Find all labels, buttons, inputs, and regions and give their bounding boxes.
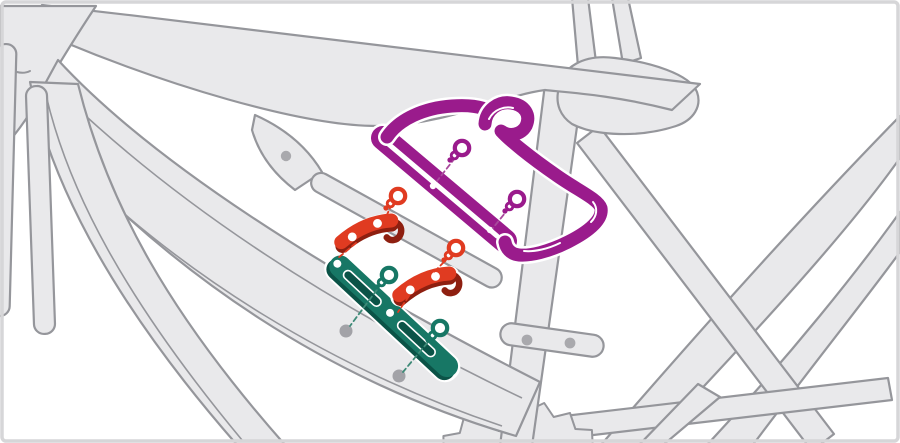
bracket-face — [392, 266, 457, 303]
bottle-cage — [368, 93, 611, 265]
adapter-bracket-upper — [332, 212, 405, 254]
bracket-face — [334, 213, 399, 250]
cage-bolt-upper — [447, 138, 472, 163]
slotted-mounting-rail — [324, 253, 461, 383]
bracket-hole-left — [405, 285, 415, 295]
cage-plate-hole-lower — [486, 226, 494, 234]
adapter-bracket-lower — [390, 265, 463, 307]
frame-bottle-boss-upper — [339, 324, 353, 338]
fork-contour-line — [45, 94, 243, 441]
cage-bolt-lower — [502, 189, 527, 214]
cage-hoop — [478, 96, 608, 262]
rail-bolt-upper — [374, 265, 399, 290]
front-fork-blade — [28, 80, 285, 443]
link-bar-body — [499, 322, 605, 358]
cage-plate-hole-upper — [429, 182, 437, 190]
guide-dash-cage-upper — [436, 157, 456, 182]
chain-stay-cross-tube — [639, 382, 722, 443]
bracket-bolt-lower — [441, 238, 466, 263]
bracket-bolt-upper — [383, 186, 408, 211]
bracket-hole-right — [373, 218, 382, 228]
guide-dash-bracket-lower-b — [397, 295, 410, 313]
bracket-hole-left — [347, 232, 357, 242]
cage-neck — [380, 99, 499, 144]
frame-bottle-boss-lower — [392, 369, 406, 383]
rear-tire-band — [601, 114, 900, 443]
guide-dash-rail-upper — [349, 282, 383, 327]
pivot-dot-left — [521, 334, 533, 346]
cage-highlight-curl — [488, 106, 514, 120]
gusset-pivot-dot — [280, 150, 292, 162]
rail-slot-lower — [396, 320, 436, 358]
cage-highlight-bottom — [523, 242, 561, 253]
fork-leg-inner-body — [24, 84, 57, 336]
down-tube-contour-upper — [87, 117, 523, 399]
cage-plate-slot — [383, 139, 500, 239]
cage-highlight-corner — [590, 201, 598, 223]
rail-bolt-lower — [425, 318, 450, 343]
rail-hole-middle — [386, 308, 395, 317]
guide-dash-bracket-upper-b — [337, 242, 357, 259]
seatpost-stub-rear — [611, 0, 643, 66]
rail-hole-end — [333, 259, 342, 268]
seatpost-stub-front — [571, 0, 598, 68]
suspension-link-bar — [499, 322, 605, 358]
bracket-hole-right — [431, 271, 440, 281]
pivot-dot-right — [564, 337, 576, 349]
top-tube — [40, 3, 702, 128]
fork-leg-stub-inner — [24, 84, 57, 336]
